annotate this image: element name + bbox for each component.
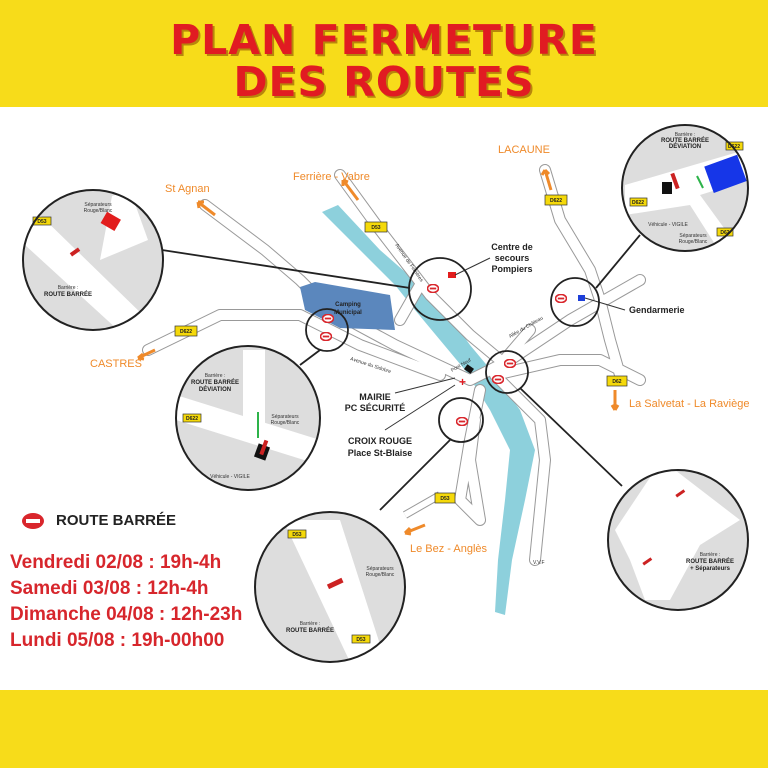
svg-text:Rouge/Blanc: Rouge/Blanc [366, 572, 395, 578]
svg-text:ROUTE BARRÉE: ROUTE BARRÉE [661, 136, 709, 144]
svg-text:Rouge/Blanc: Rouge/Blanc [271, 420, 300, 426]
svg-text:D62: D62 [720, 230, 729, 236]
destination-lacaune: LACAUNE [498, 144, 550, 156]
destination-castres: CASTRES [90, 358, 142, 370]
svg-text:Véhicule - VIGILE: Véhicule - VIGILE [648, 222, 688, 228]
schedule-item: Vendredi 02/08 : 19h-4h [10, 552, 222, 573]
svg-text:Rouge/Blanc: Rouge/Blanc [679, 239, 708, 245]
camping-label-1: Camping [335, 302, 361, 308]
svg-text:DÉVIATION: DÉVIATION [199, 385, 231, 393]
svg-text:Barrière :: Barrière : [300, 621, 321, 627]
title-line-1: PLAN FERMETURE [170, 16, 598, 64]
svg-text:Séparateurs: Séparateurs [84, 202, 112, 208]
svg-text:ROUTE BARRÉE: ROUTE BARRÉE [286, 626, 334, 634]
road-plate-d53: D53 [434, 492, 456, 504]
svg-text:D622: D622 [186, 416, 198, 422]
svg-text:D53: D53 [371, 225, 380, 231]
schedule-item: Dimanche 04/08 : 12h-23h [10, 604, 243, 625]
road-plate-d62: D62 [606, 375, 628, 387]
svg-text:D622: D622 [632, 200, 644, 206]
mairie-label: PC SÉCURITÉ [345, 403, 406, 413]
gendarmerie-building [578, 295, 585, 301]
title-line-2: DES ROUTES [233, 58, 535, 106]
svg-text:D53: D53 [292, 532, 301, 538]
svg-text:Rouge/Blanc: Rouge/Blanc [84, 208, 113, 214]
svg-text:DÉVIATION: DÉVIATION [669, 142, 701, 150]
svg-text:Séparateurs: Séparateurs [366, 566, 394, 572]
svg-text:D53: D53 [37, 219, 46, 225]
river [322, 205, 535, 615]
svg-text:Barrière :: Barrière : [58, 285, 79, 291]
first-aid-icon: + [459, 375, 466, 389]
svg-text:Véhicule - VIGILE: Véhicule - VIGILE [210, 474, 250, 480]
inset-connectors [161, 234, 641, 511]
svg-text:Barrière :: Barrière : [675, 132, 696, 138]
zoom-circles [305, 257, 600, 443]
svg-text:ROUTE BARRÉE: ROUTE BARRÉE [686, 557, 734, 565]
svg-text:+ Séparateurs: + Séparateurs [690, 566, 731, 572]
mairie-label: MAIRIE [359, 392, 391, 402]
pompiers-label: secours [495, 253, 530, 263]
inset-top-right: D622 D622 D62 Barrière : ROUTE BARRÉE DÉ… [621, 124, 749, 252]
camping-label-2: Municipal [334, 310, 362, 316]
schedule-item: Lundi 05/08 : 19h-00h00 [10, 630, 225, 651]
svg-text:Séparateurs: Séparateurs [679, 233, 707, 239]
svg-text:Barrière :: Barrière : [700, 552, 721, 558]
svg-text:D62: D62 [612, 379, 621, 385]
svg-text:D622: D622 [550, 198, 562, 204]
destination-bez: Le Bez - Anglès [410, 543, 488, 555]
croix-rouge-label: Place St-Blaise [348, 448, 413, 458]
svg-text:ROUTE BARRÉE: ROUTE BARRÉE [191, 378, 239, 386]
schedule-item: Samedi 03/08 : 12h-4h [10, 578, 209, 599]
svg-text:ROUTE BARRÉE: ROUTE BARRÉE [44, 290, 92, 298]
pompiers-label: Centre de [491, 242, 533, 252]
gendarmerie-label: Gendarmerie [629, 305, 685, 315]
road-plate-d622: D622 [544, 194, 568, 206]
header-banner [0, 0, 768, 107]
footer-banner [0, 690, 768, 768]
svg-text:D622: D622 [180, 329, 192, 335]
legend-label: ROUTE BARRÉE [56, 512, 177, 529]
croix-rouge-label: CROIX ROUGE [348, 436, 412, 446]
road-plate-d53: D53 [364, 221, 388, 233]
roads [142, 164, 646, 566]
svg-text:D53: D53 [440, 496, 449, 502]
closure-schedule: Vendredi 02/08 : 19h-4h Samedi 03/08 : 1… [10, 550, 242, 654]
destination-arrows [137, 168, 620, 536]
inset-bottom-right: Barrière : ROUTE BARRÉE + Séparateurs [607, 469, 749, 611]
svg-text:Barrière :: Barrière : [205, 373, 226, 379]
callout-lines [384, 257, 626, 431]
vvf-label: V.V.F [533, 560, 545, 566]
destination-salvetat: La Salvetat - La Raviège [629, 398, 749, 410]
legend: ROUTE BARRÉE [22, 512, 176, 529]
svg-text:D53: D53 [356, 637, 365, 643]
road-map: Camping Municipal Avenue du Sidobre Allé… [22, 124, 749, 663]
pompiers-label: Pompiers [491, 264, 532, 274]
pompiers-building [448, 272, 456, 278]
no-entry-icon [22, 512, 44, 529]
destination-st-agnan: St Agnan [165, 183, 210, 195]
inset-top-left: D53 Séparateurs Rouge/Blanc Barrière : R… [22, 189, 164, 331]
destination-ferriere: Ferrière - Vabre [293, 171, 370, 183]
svg-text:Séparateurs: Séparateurs [271, 414, 299, 420]
inset-bottom-center: D53 D53 Séparateurs Rouge/Blanc Barrière… [254, 511, 406, 663]
inset-middle-left: D622 Barrière : ROUTE BARRÉE DÉVIATION S… [175, 345, 321, 491]
road-plate-d622: D622 [174, 325, 198, 337]
vehicle-marker [464, 364, 474, 374]
